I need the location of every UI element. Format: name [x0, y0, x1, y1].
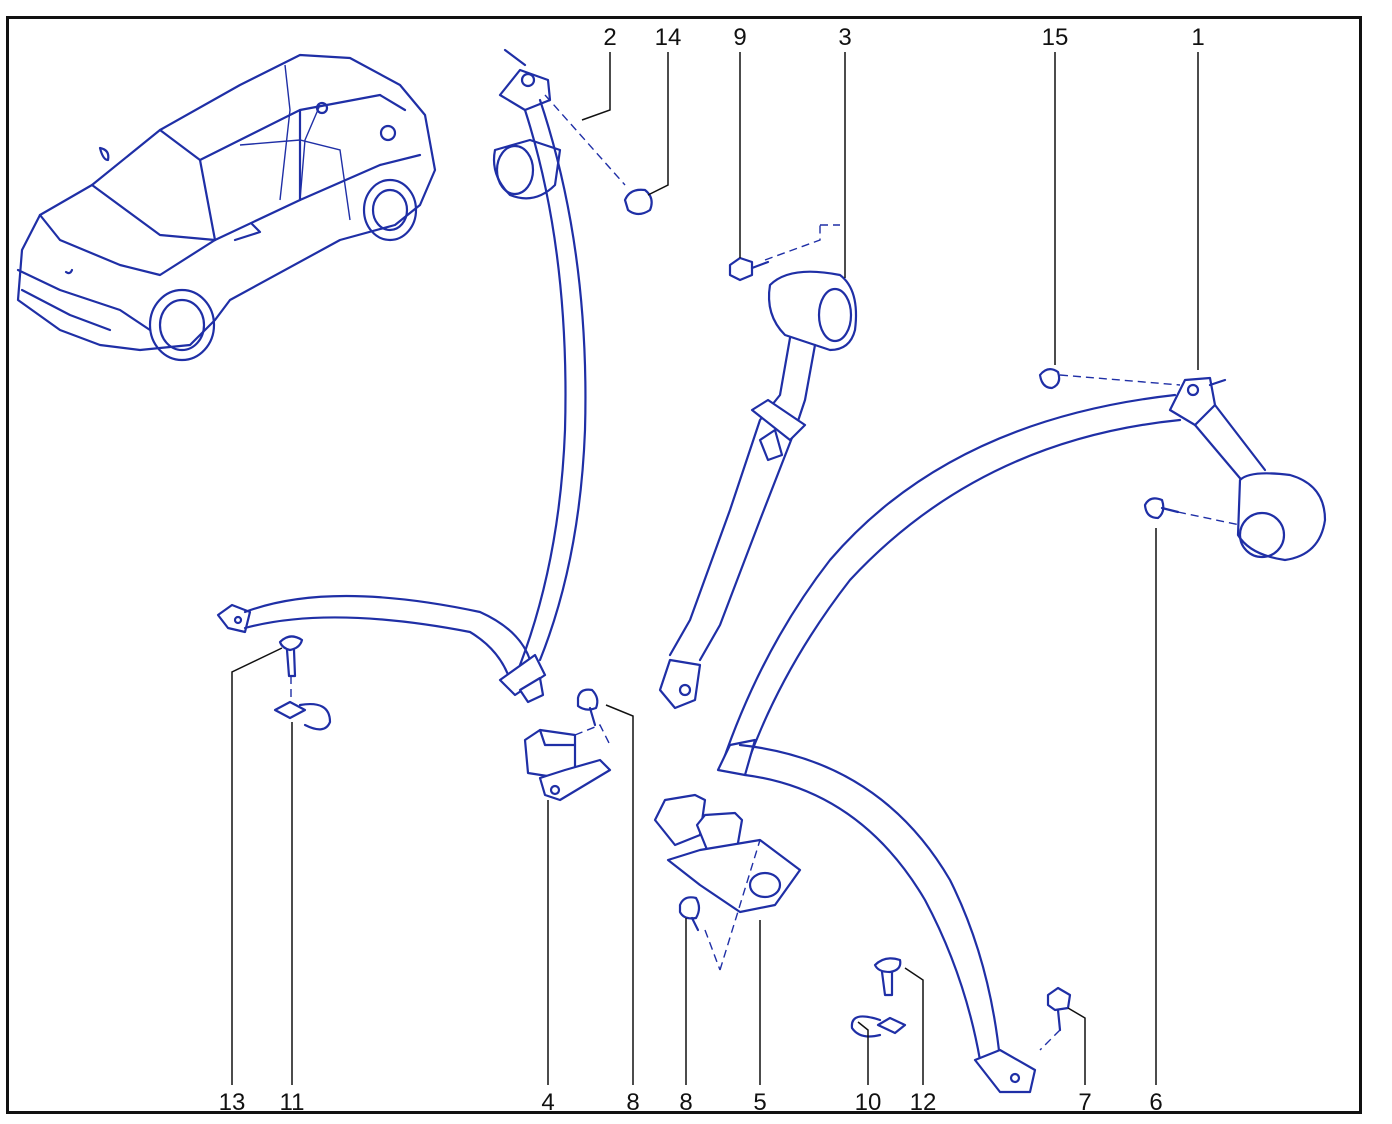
callout-7: 7 — [1078, 1089, 1091, 1116]
callout-4: 4 — [541, 1089, 554, 1116]
callout-11: 11 — [280, 1089, 305, 1116]
leader-lines — [231, 52, 1199, 1085]
diagram-frame — [6, 16, 1362, 1114]
callout-15: 15 — [1042, 24, 1069, 51]
belt-rear-right — [716, 374, 1327, 1094]
callout-13: 13 — [219, 1089, 246, 1116]
callout-1: 1 — [1191, 24, 1204, 51]
buckle-4 — [523, 724, 612, 802]
callout-5: 5 — [753, 1089, 766, 1116]
bolt-6 — [1143, 497, 1241, 526]
cap-14 — [544, 94, 653, 216]
callout-14: 14 — [655, 24, 682, 51]
belt-rear-centre — [658, 224, 858, 710]
callout-8-lower: 8 — [679, 1089, 692, 1116]
anchor-plate-10 — [850, 1015, 907, 1038]
bolt-7 — [1039, 986, 1072, 1051]
callout-10: 10 — [855, 1089, 882, 1116]
bolt-9 — [728, 256, 770, 282]
callout-6: 6 — [1149, 1089, 1162, 1116]
callout-3: 3 — [838, 24, 851, 51]
callout-numbers: 2 14 9 3 15 1 13 11 4 8 8 5 10 12 7 6 — [219, 24, 1205, 1116]
bolt-8-upper — [576, 688, 599, 727]
callout-12: 12 — [910, 1089, 937, 1116]
anchor-plate-11 — [273, 700, 332, 731]
callout-8-upper: 8 — [626, 1089, 639, 1116]
callout-2: 2 — [603, 24, 616, 51]
bolt-12 — [873, 957, 902, 997]
belt-front-left — [216, 48, 587, 704]
nut-15 — [1038, 368, 1061, 390]
bolt-8-lower — [678, 896, 701, 932]
buckle-5 — [653, 793, 802, 971]
callout-9: 9 — [733, 24, 746, 51]
bolt-13 — [278, 635, 304, 698]
car-thumbnail — [16, 53, 437, 362]
